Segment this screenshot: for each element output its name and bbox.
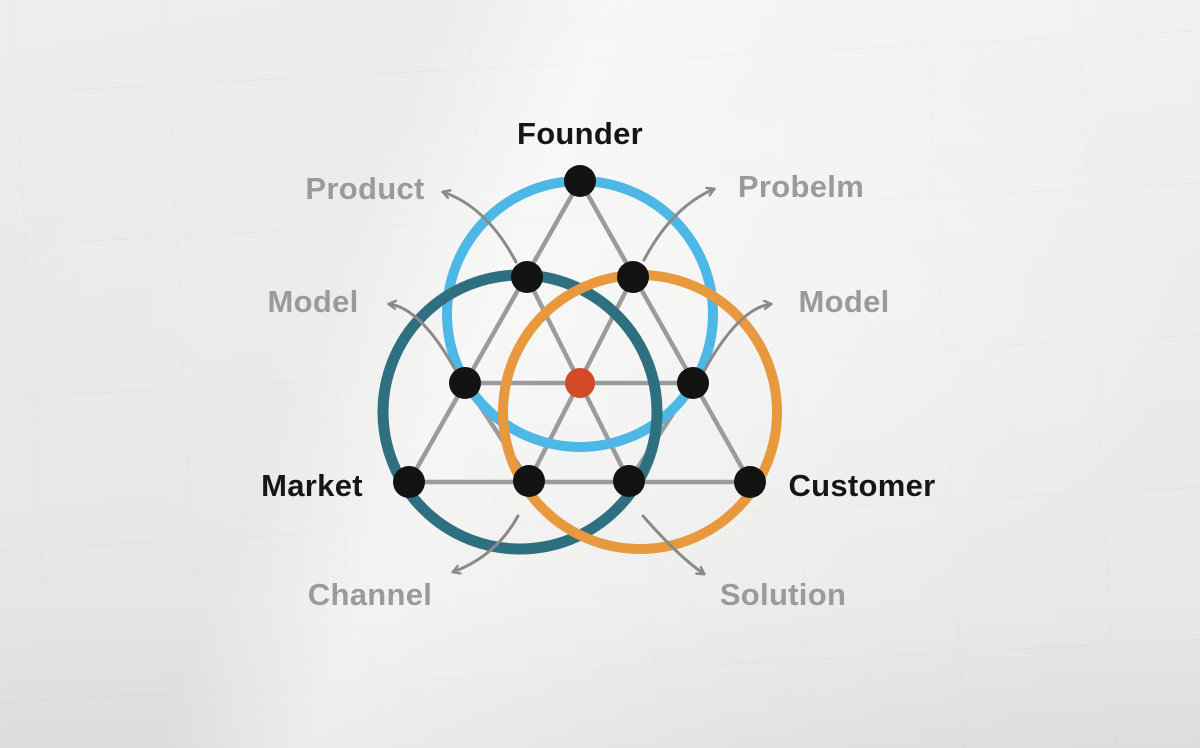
customer-label: Customer — [788, 468, 936, 503]
grid-line — [577, 178, 753, 485]
customer-node — [734, 466, 766, 498]
solution-label: Solution — [719, 577, 847, 612]
problem-label: Probelm — [737, 169, 865, 204]
customer-circle — [498, 270, 782, 554]
problem-node — [617, 261, 649, 293]
center-dot — [565, 368, 595, 398]
channel-label: Channel — [307, 577, 433, 612]
model-left-label: Model — [267, 284, 359, 319]
product-node — [511, 261, 543, 293]
solution-arrow — [641, 514, 704, 576]
model-left-node — [449, 367, 481, 399]
product-arrow — [443, 192, 518, 264]
founder-node — [564, 165, 596, 197]
model-right-node — [677, 367, 709, 399]
channel-arrow — [453, 514, 520, 572]
channel-node — [513, 465, 545, 497]
market-label: Market — [261, 468, 363, 503]
grid-line — [406, 178, 583, 485]
product-label: Product — [305, 171, 425, 206]
problem-arrow — [642, 189, 714, 262]
model-right-arrow — [702, 304, 771, 373]
model-right-label: Model — [798, 284, 890, 319]
market-node — [393, 466, 425, 498]
model-left-arrow — [389, 304, 458, 373]
founder-label: Founder — [516, 116, 644, 151]
solution-node — [613, 465, 645, 497]
market-circle — [377, 269, 663, 555]
